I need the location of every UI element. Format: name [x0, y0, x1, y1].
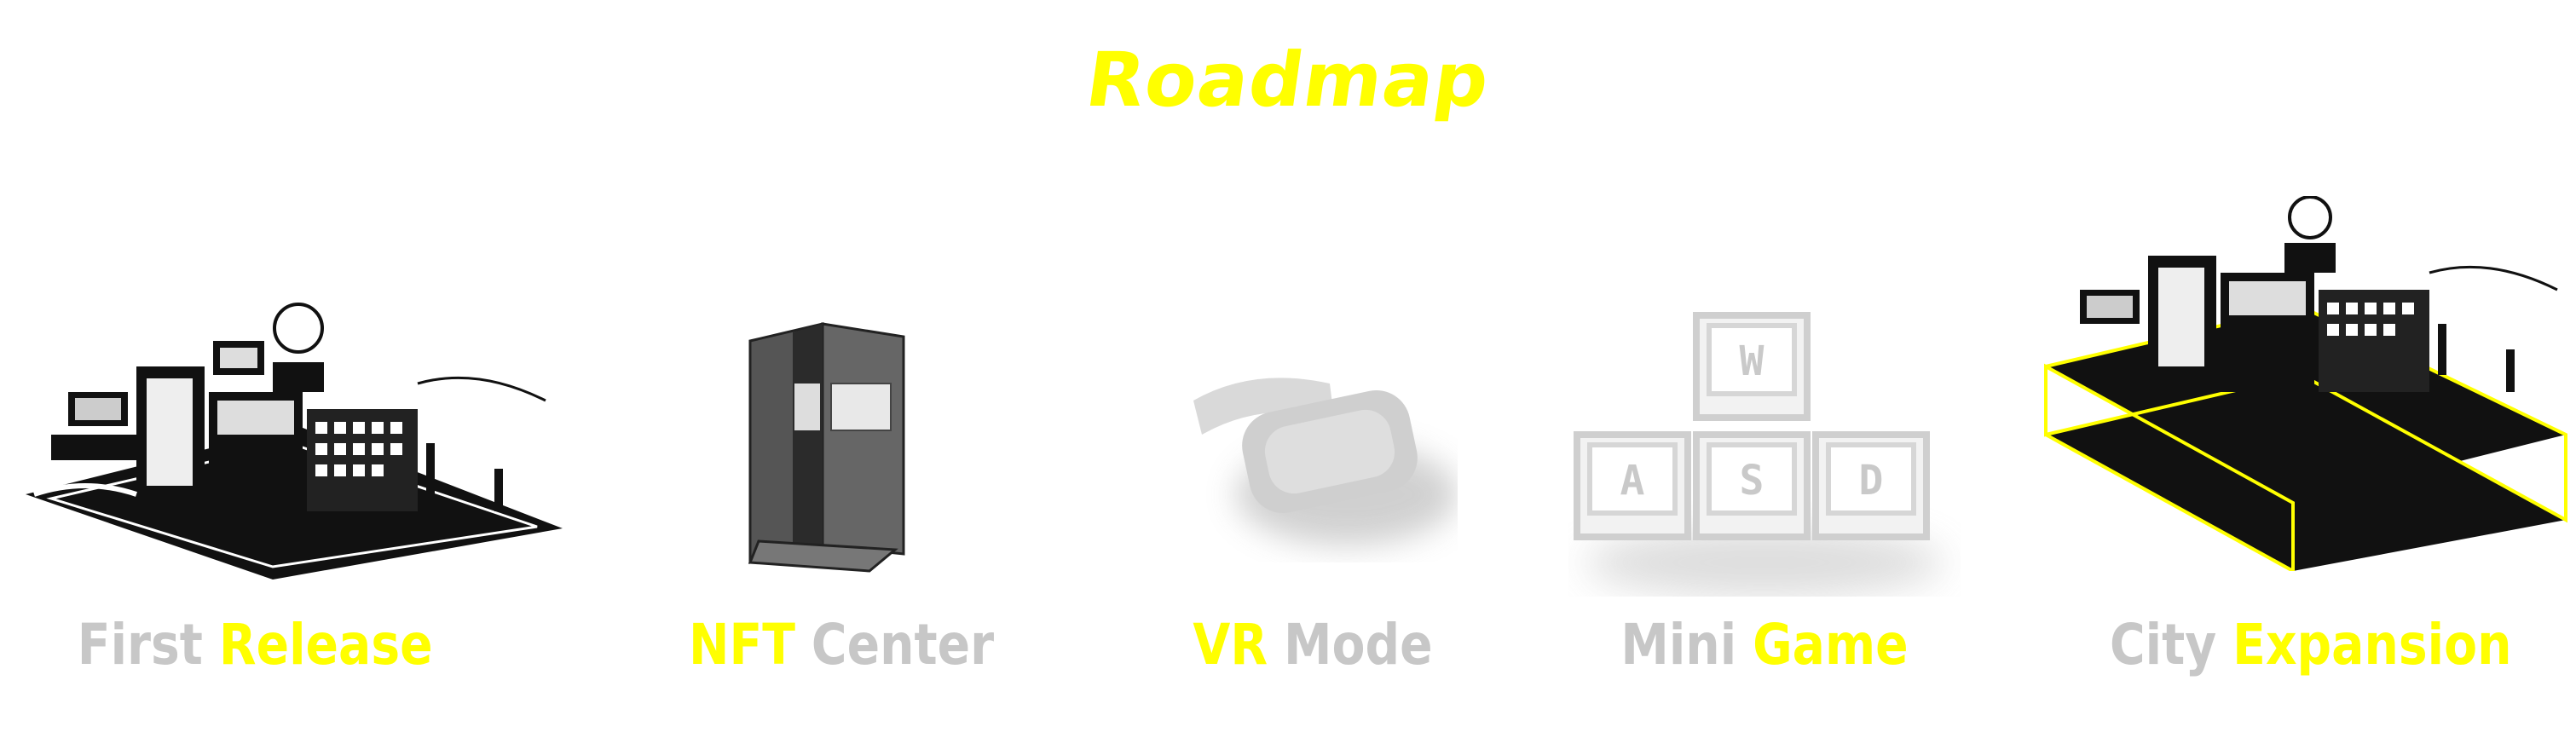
label-part: VR — [1193, 612, 1268, 678]
milestone-first-release-illustration — [17, 281, 571, 591]
milestone-mini-game-illustration: W A S D — [1568, 307, 1961, 600]
key-d-label: D — [1859, 457, 1884, 505]
wasd-keys-icon: W A S D — [1574, 312, 1944, 597]
milestone-nft-center-illustration — [742, 315, 912, 583]
label-part: Center — [811, 612, 995, 678]
label-part: Mini — [1620, 612, 1737, 678]
label-part: NFT — [689, 612, 795, 678]
label-part: City — [2110, 612, 2217, 678]
page-title: Roadmap — [1080, 36, 1496, 124]
city-expansion-icon — [2044, 195, 2567, 574]
key-w-label: W — [1740, 337, 1765, 385]
folding-screen-icon — [748, 322, 905, 573]
label-part: Mode — [1283, 612, 1433, 678]
label-part: First — [77, 612, 203, 678]
key-s-label: S — [1740, 457, 1765, 505]
label-part: Expansion — [2232, 612, 2512, 678]
vr-headset-icon — [1193, 378, 1458, 545]
label-part: Release — [218, 612, 433, 678]
milestone-city-expansion-illustration — [2037, 195, 2574, 574]
city-icon — [26, 303, 563, 580]
label-part: Game — [1753, 612, 1909, 678]
milestone-vr-mode-illustration — [1185, 366, 1458, 566]
key-a-label: A — [1620, 457, 1645, 505]
